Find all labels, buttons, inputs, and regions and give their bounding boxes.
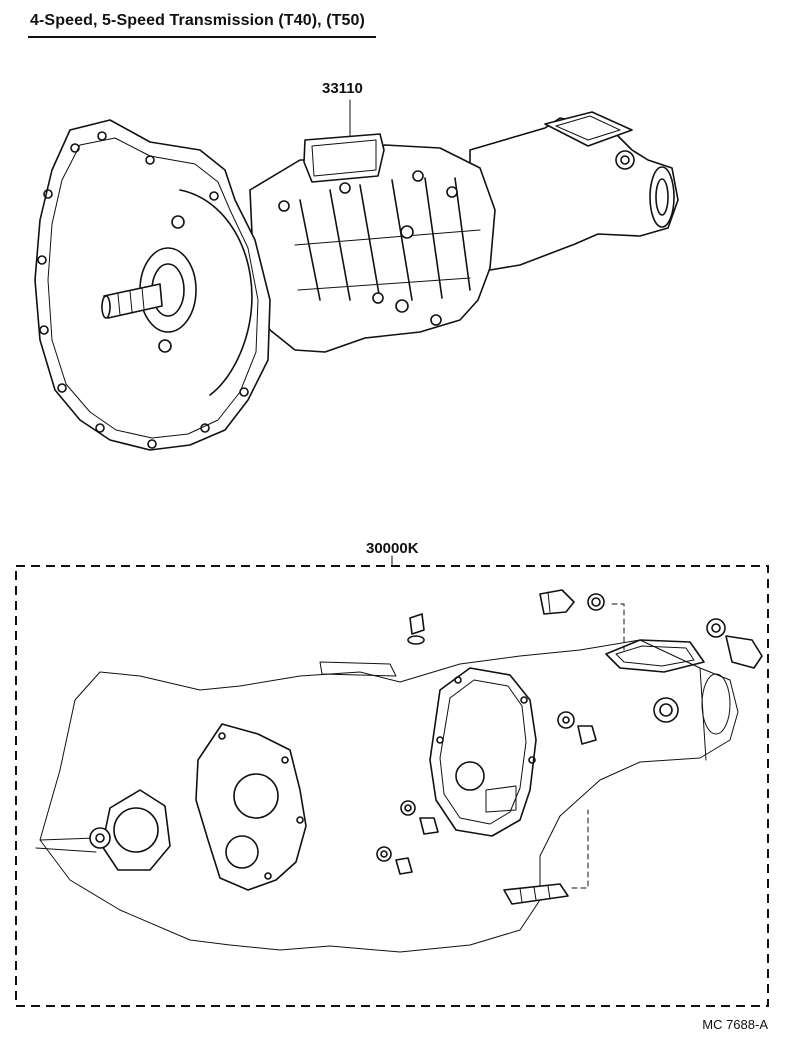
transmission-assembly-drawing — [34, 99, 679, 451]
shifter-mount-plate — [544, 111, 633, 147]
speedometer-driven-gear — [503, 809, 589, 905]
speedo-port — [615, 150, 635, 170]
drawing-code: MC 7688-A — [702, 1017, 768, 1032]
extension-cover-gasket — [605, 639, 705, 673]
title-underline — [28, 36, 376, 38]
fill-plug — [539, 589, 575, 615]
rear-oil-seal — [653, 697, 679, 723]
extension-housing — [469, 117, 679, 271]
bellhousing-gasket — [195, 723, 307, 891]
lower-plug-1 — [400, 800, 439, 835]
front-retainer-gasket — [101, 789, 171, 871]
side-plug — [557, 711, 597, 745]
transmission-outline — [39, 639, 739, 953]
part-number-kit: 30000K — [366, 540, 419, 557]
plug-washer-1 — [587, 593, 605, 611]
intermediate-plate-gasket — [429, 667, 537, 837]
output-flange — [649, 166, 675, 228]
gasket-kit-drawing — [15, 555, 769, 1007]
reverse-switch — [706, 618, 763, 669]
kit-boundary-box — [15, 565, 769, 1007]
front-oil-seal — [89, 827, 111, 849]
lower-plug-2 — [376, 846, 413, 875]
top-shift-cover — [303, 133, 385, 183]
drain-plug — [407, 613, 425, 645]
part-number-assembly: 33110 — [322, 80, 363, 97]
diagram-title: 4-Speed, 5-Speed Transmission (T40), (T5… — [30, 12, 365, 29]
